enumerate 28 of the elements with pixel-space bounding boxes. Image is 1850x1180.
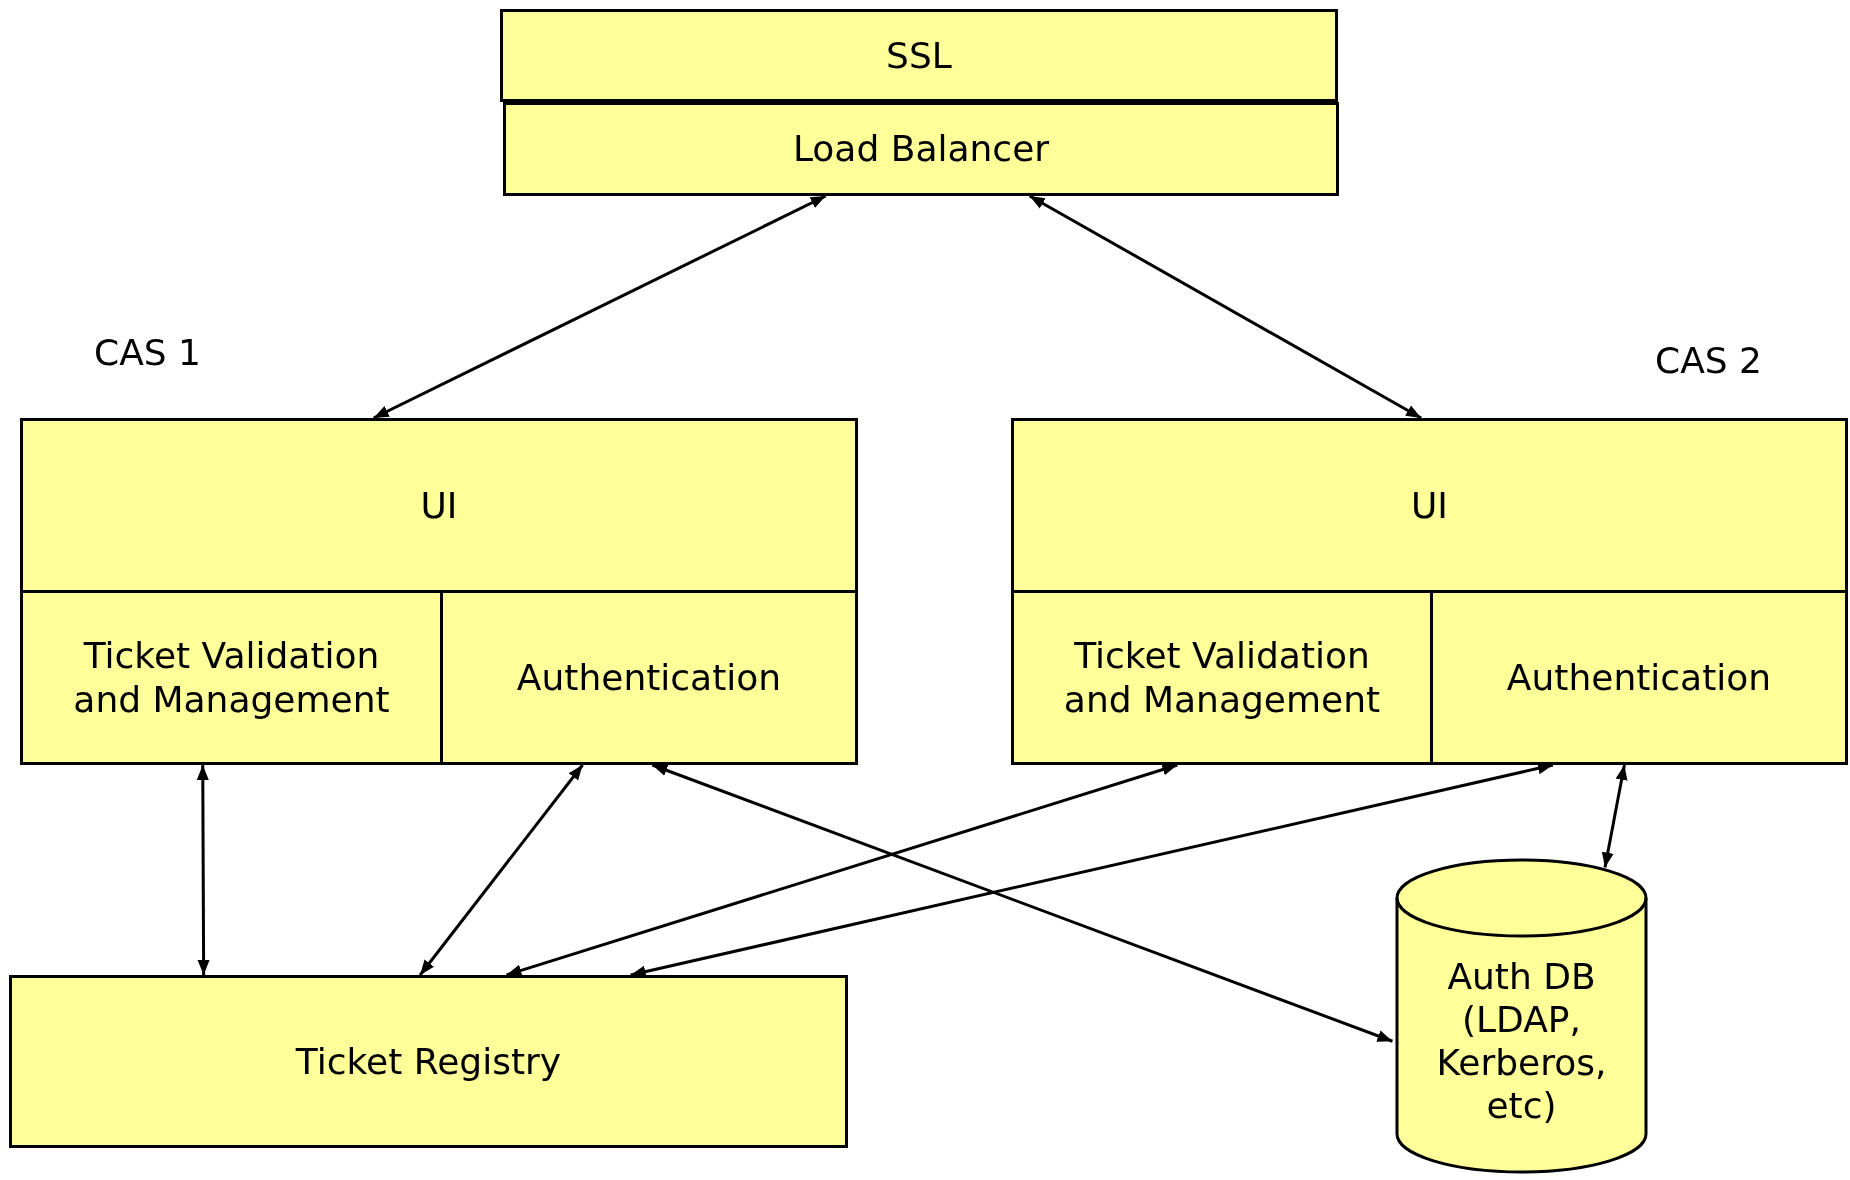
- node-label: Authentication: [1506, 655, 1772, 700]
- cluster-label: CAS 2: [1655, 340, 1762, 381]
- component-box: [1011, 590, 1433, 765]
- node-label: SSL: [886, 33, 952, 78]
- node-label: Load Balancer: [792, 127, 1050, 171]
- connector-arrow: [651, 763, 1393, 1043]
- connector-arrow: [1028, 194, 1422, 420]
- node-label: UI: [420, 483, 458, 528]
- cluster-label: CAS 1: [94, 332, 201, 373]
- component-box: [440, 590, 858, 765]
- component-box: [503, 102, 1339, 196]
- connector-arrow: [372, 194, 827, 420]
- connector-arrow: [196, 765, 210, 975]
- node-label: Ticket Validation and Management: [72, 634, 391, 721]
- node-label: Auth DB (LDAP, Kerberos, etc): [1435, 954, 1608, 1128]
- connector-arrow: [506, 763, 1178, 977]
- component-box: [500, 9, 1338, 102]
- component-box: [20, 418, 858, 593]
- node-label: Ticket Validation and Management: [1062, 634, 1382, 721]
- connector-arrow: [418, 764, 584, 976]
- component-box: [1011, 418, 1848, 593]
- component-box: [20, 590, 443, 765]
- connector-arrow: [1601, 764, 1628, 868]
- node-label: UI: [1411, 483, 1448, 528]
- node-label: Authentication: [516, 655, 782, 700]
- node-label: Ticket Registry: [295, 1039, 562, 1084]
- component-box: [9, 975, 848, 1148]
- component-box: [1430, 590, 1848, 765]
